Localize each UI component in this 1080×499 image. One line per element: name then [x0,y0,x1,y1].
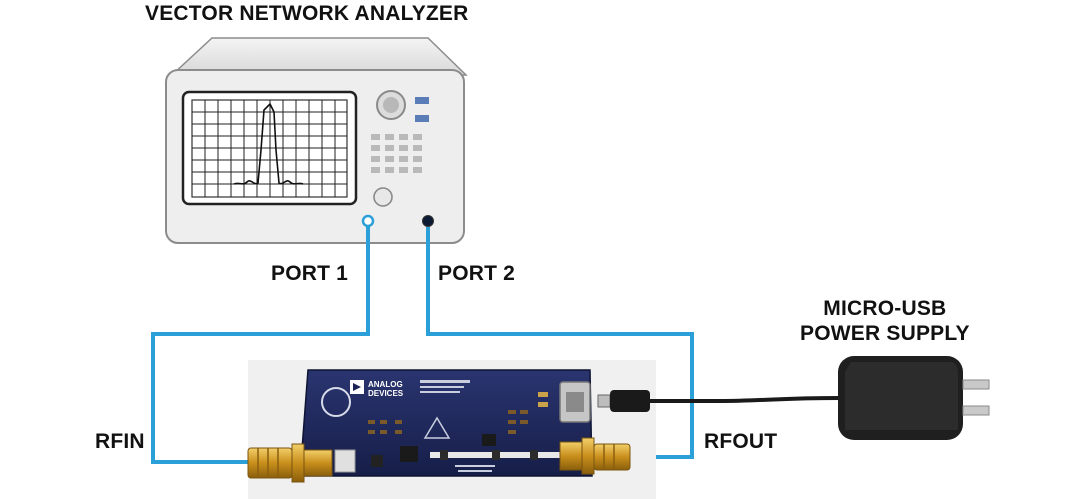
power-supply-adapter [838,356,990,440]
board-pcb [299,369,593,477]
power-supply-label: MICRO-USB POWER SUPPLY [800,296,970,346]
diagram-title: VECTOR NETWORK ANALYZER [145,2,469,25]
port2-connector [422,215,434,227]
plug-prong [962,405,990,416]
rfout-sma-connector [559,437,631,475]
analyzer-top-housing [170,37,468,76]
ic-small [371,455,383,467]
smd-components [368,392,548,434]
power-supply-label-line1: MICRO-USB [823,297,947,320]
rfin-sma-connector [247,443,333,483]
analyzer-softkey [415,97,429,104]
shield-frame [334,449,356,473]
amplifier-ic [400,446,418,462]
usb-cable [597,390,841,412]
usb-plug-body [610,390,650,412]
screen-grid [192,100,347,197]
usb-cord [650,396,841,403]
port1-label: PORT 1 [271,262,349,285]
port1-cable [151,227,370,464]
analyzer-power-button [373,187,393,207]
rf-cables [151,227,694,464]
plug-prong [962,379,990,390]
port2-label: PORT 2 [438,262,516,285]
vector-network-analyzer [165,37,468,244]
evaluation-board: ANALOG DEVICES [248,360,656,499]
port1-connector [361,214,375,228]
regulator-ic [482,434,496,446]
power-supply-label-line2: POWER SUPPLY [800,322,970,345]
silkscreen-logo [321,387,351,417]
analyzer-softkey [415,115,429,122]
brand-logo-text-2: DEVICES [368,389,404,398]
analyzer-keypad [371,134,422,173]
port2-cable [426,227,694,459]
screen-trace [233,102,304,185]
brand-logo-text: ANALOG [368,380,403,389]
rfout-label: RFOUT [704,430,778,453]
usb-plug-metal [597,394,611,408]
rfin-label: RFIN [95,430,145,453]
